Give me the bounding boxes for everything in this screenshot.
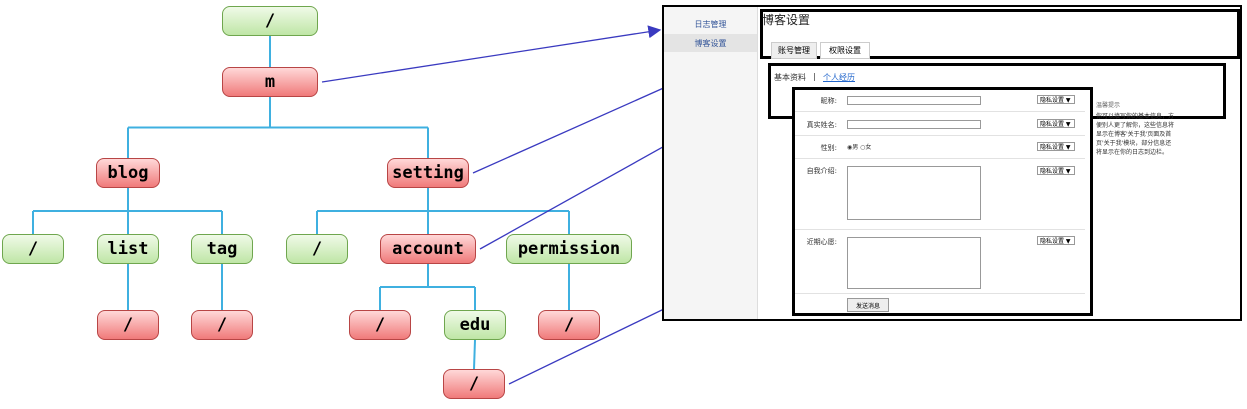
tabs-highlight-box: 账号管理 权限设置 (760, 9, 1240, 59)
tree-node-account: account (380, 234, 476, 264)
tip-title: 温馨提示 (1096, 102, 1121, 109)
blog-settings-screenshot: 日志管理 博客设置 账号管理 权限设置 博客设置 基本资料 | 个人经历 昵称:… (662, 5, 1242, 321)
row-divider (795, 111, 1085, 112)
realname-label: 真实姓名: (806, 121, 837, 129)
tree-node-edu-root: / (443, 369, 505, 399)
tree-node-root: / (222, 6, 318, 36)
form-highlight-box: 昵称: 隐私设置 ▼ 真实姓名: 隐私设置 ▼ 性别: ◉男 ○女 隐私设置 ▼… (792, 87, 1093, 316)
page-title: 博客设置 (762, 13, 811, 27)
tree-node-blog: blog (96, 158, 160, 188)
row-divider (795, 158, 1085, 159)
row-divider (795, 229, 1085, 230)
gender-female[interactable]: 女 (865, 144, 872, 151)
tree-node-blog-root: / (2, 234, 64, 264)
submit-button[interactable]: 发送消息 (847, 298, 889, 312)
tab-account[interactable]: 账号管理 (771, 42, 817, 59)
tip-text: 你可以填写你的基本信息，方便别人更了解你，这些信息将显示在博客'关于我'页面及首… (1096, 113, 1175, 156)
row-divider (795, 293, 1085, 294)
wish-textarea[interactable] (847, 237, 981, 289)
privacy-select-gender[interactable]: 隐私设置 ▼ (1037, 142, 1075, 151)
tree-node-account-root: / (349, 310, 411, 340)
tree-node-m: m (222, 67, 318, 97)
intro-label: 自我介绍: (806, 167, 837, 175)
subtab-experience[interactable]: 个人经历 (823, 73, 855, 82)
gender-label: 性别: (820, 144, 837, 152)
tree-node-setting: setting (387, 158, 469, 188)
gender-male[interactable]: 男 (852, 144, 859, 151)
privacy-select-wish[interactable]: 隐私设置 ▼ (1037, 236, 1075, 245)
nickname-field[interactable] (847, 96, 981, 105)
sidebar-item-blog-settings[interactable]: 博客设置 (664, 34, 757, 52)
tree-node-tag: tag (191, 234, 253, 264)
subtab-separator: | (813, 72, 816, 81)
realname-field[interactable] (847, 120, 981, 129)
tab-permission[interactable]: 权限设置 (820, 42, 870, 59)
gender-radios[interactable]: ◉男 ○女 (847, 144, 872, 151)
privacy-select-nickname[interactable]: 隐私设置 ▼ (1037, 95, 1075, 104)
settings-sidebar: 日志管理 博客设置 (664, 7, 758, 319)
sidebar-item-blog-log[interactable]: 日志管理 (694, 19, 727, 29)
tree-node-list: list (97, 234, 159, 264)
privacy-select-realname[interactable]: 隐私设置 ▼ (1037, 119, 1075, 128)
arrow-m (321, 25, 662, 83)
tree-node-permission: permission (506, 234, 632, 264)
tree-edge (473, 339, 476, 370)
nickname-label: 昵称: (820, 97, 837, 105)
tree-node-edu: edu (444, 310, 506, 340)
row-divider (795, 135, 1085, 136)
privacy-select-intro[interactable]: 隐私设置 ▼ (1037, 166, 1075, 175)
intro-textarea[interactable] (847, 166, 981, 220)
tree-node-list-root: / (97, 310, 159, 340)
tree-node-setting-root: / (286, 234, 348, 264)
tree-node-tag-root: / (191, 310, 253, 340)
tree-node-permission-root: / (538, 310, 600, 340)
wish-label: 近期心愿: (806, 238, 837, 246)
subtab-basic[interactable]: 基本资料 (774, 73, 806, 82)
tree-edges (32, 36, 570, 370)
